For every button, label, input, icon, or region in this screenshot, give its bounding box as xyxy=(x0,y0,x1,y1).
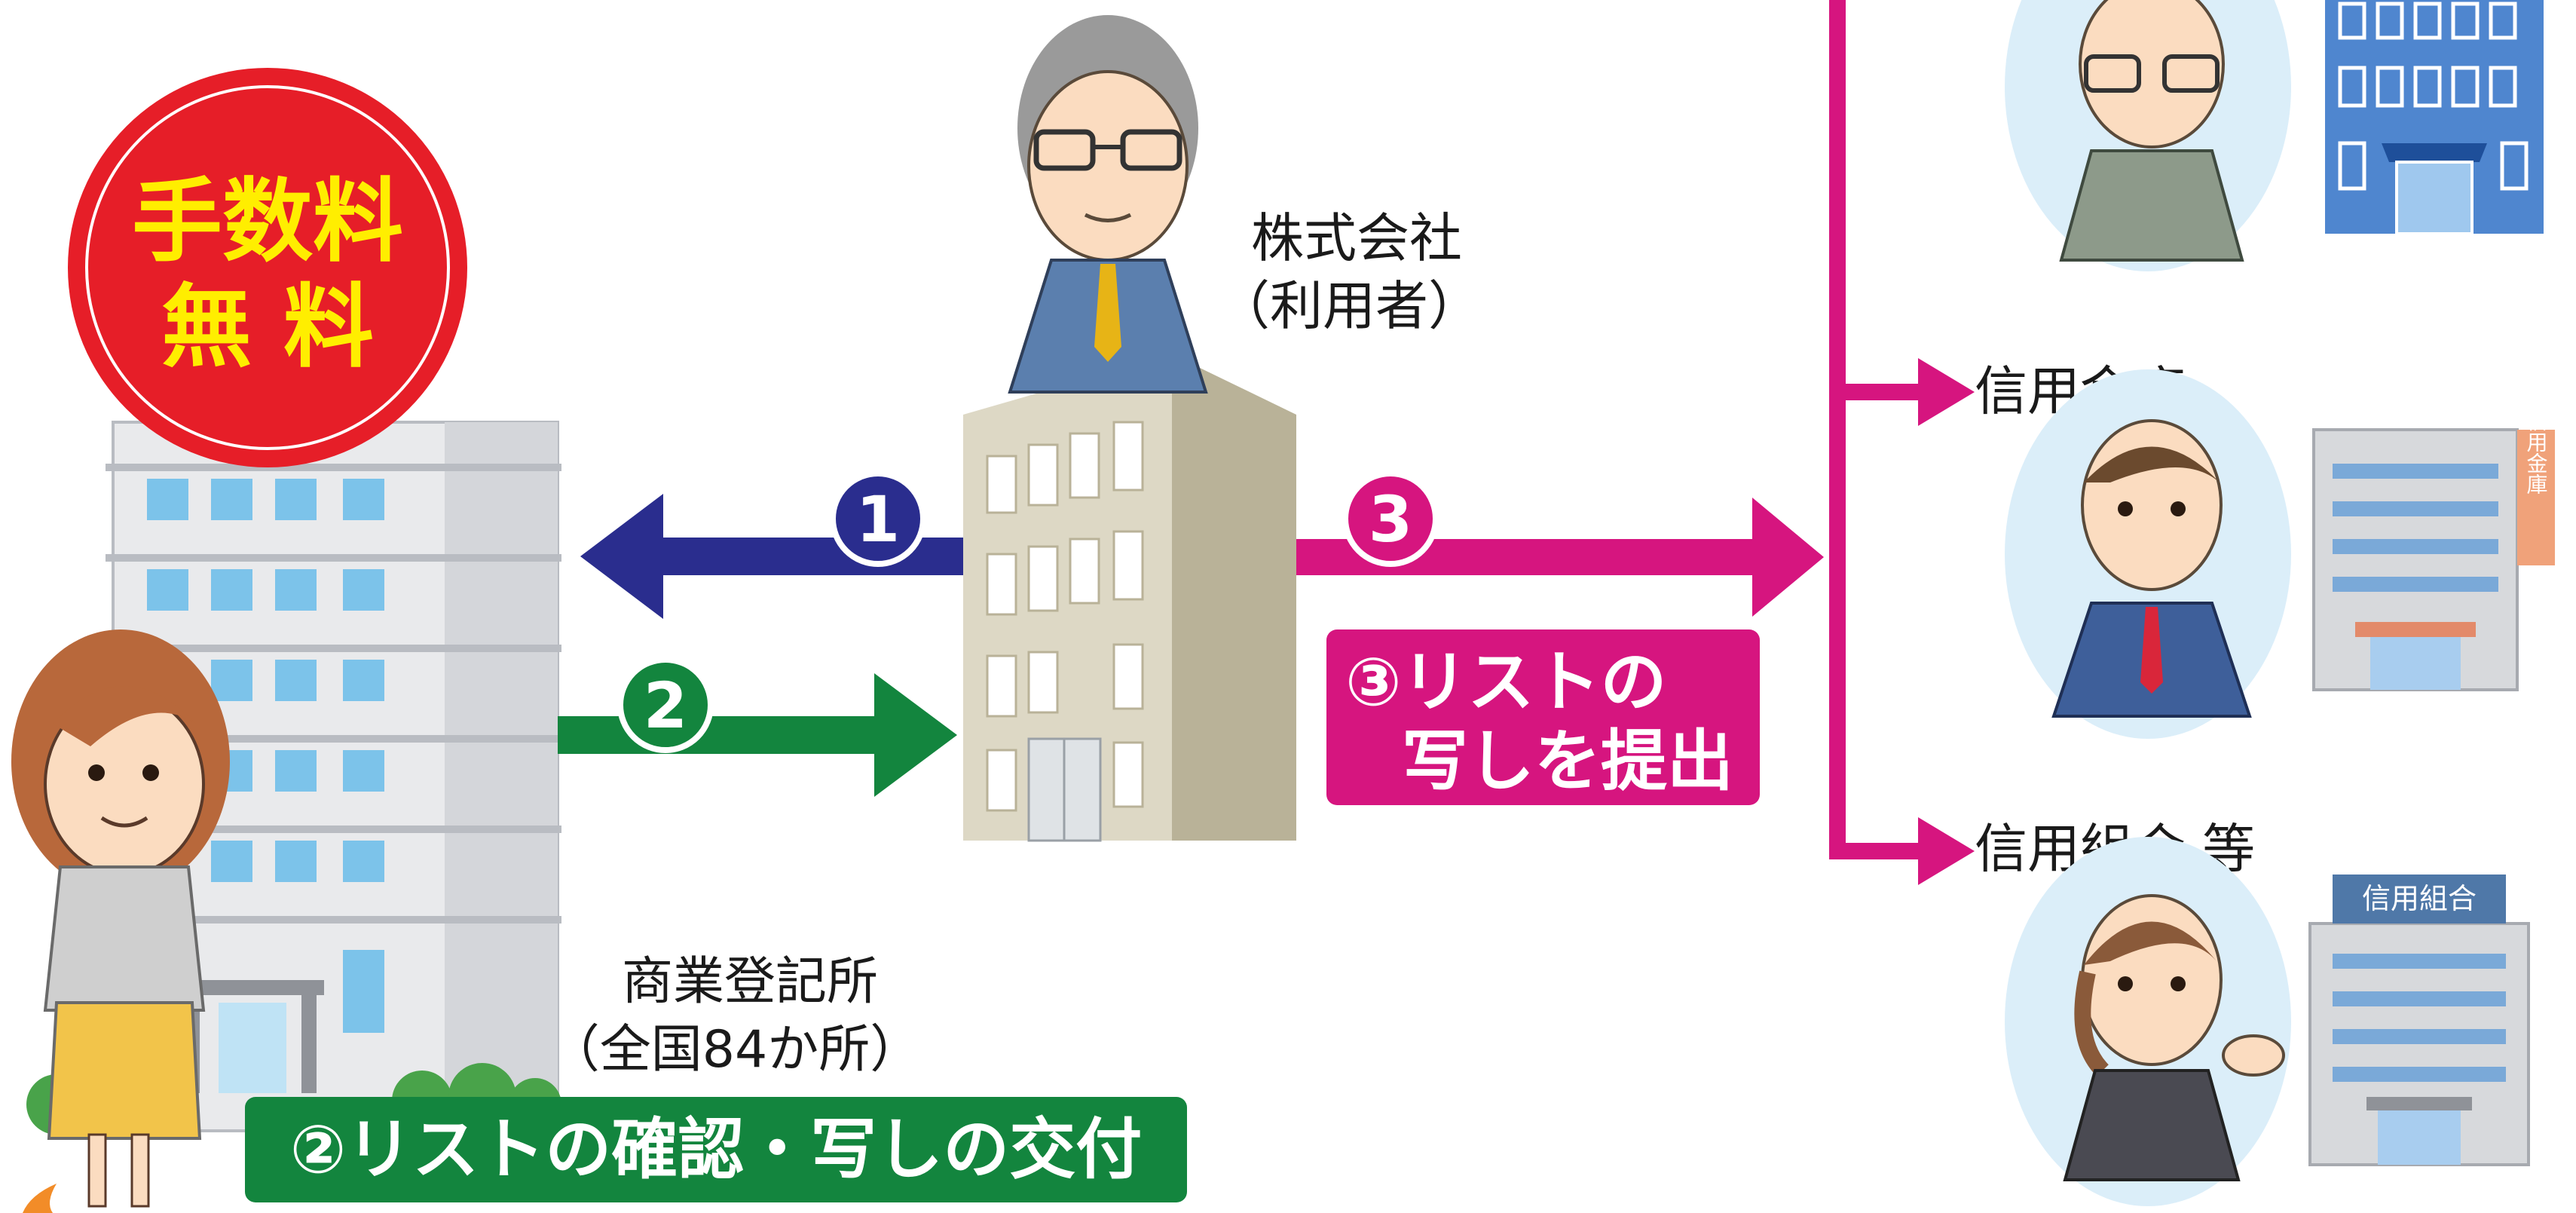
badge-line1: 手数料 xyxy=(132,170,403,274)
bank-person-illustration xyxy=(2005,0,2291,271)
step3-label-box: ③リストの 写しを提出 xyxy=(1326,629,1760,805)
free-fee-badge: 手数料 無 料 xyxy=(68,68,467,467)
arrow-step3: 3 xyxy=(1296,470,1824,617)
step3-number: 3 xyxy=(1369,482,1412,556)
company-user-illustration xyxy=(1008,15,1208,394)
kumiai-building-sign: 信用組合 xyxy=(2362,882,2477,915)
badge-line2: 無 料 xyxy=(161,275,374,380)
step1-number: 1 xyxy=(856,482,900,556)
step2-label-text: ②リストの確認・写しの交付 xyxy=(290,1110,1143,1188)
clerk-woman-illustration xyxy=(11,629,230,1208)
step3-label-line1: ③リストの xyxy=(1345,643,1667,721)
step2-label-box: ②リストの確認・写しの交付 xyxy=(245,1097,1187,1202)
step3-label-line2: 写しを提出 xyxy=(1402,722,1733,800)
company-building xyxy=(963,354,1296,842)
shinkin-building: 信用金庫 xyxy=(2312,410,2555,691)
shinkin-building-sign: 信用金庫 xyxy=(2524,410,2549,495)
company-role: （利用者） xyxy=(1217,275,1481,337)
orange-corner-fragment xyxy=(23,1184,57,1213)
shinkin-person-illustration xyxy=(2005,369,2291,739)
arrow-step1: 1 xyxy=(580,470,972,619)
kumiai-building: 信用組合 xyxy=(2308,875,2530,1166)
company-name: 株式会社 xyxy=(1251,207,1462,269)
registry-office-count: （全国84か所） xyxy=(549,1020,922,1080)
registry-office-name: 商業登記所 xyxy=(622,952,878,1012)
arrow-step2: 2 xyxy=(558,657,957,797)
bank-building xyxy=(2325,0,2544,235)
distribution-bracket xyxy=(1829,0,1975,885)
kumiai-person-illustration xyxy=(2005,837,2291,1206)
step2-number: 2 xyxy=(644,669,687,743)
